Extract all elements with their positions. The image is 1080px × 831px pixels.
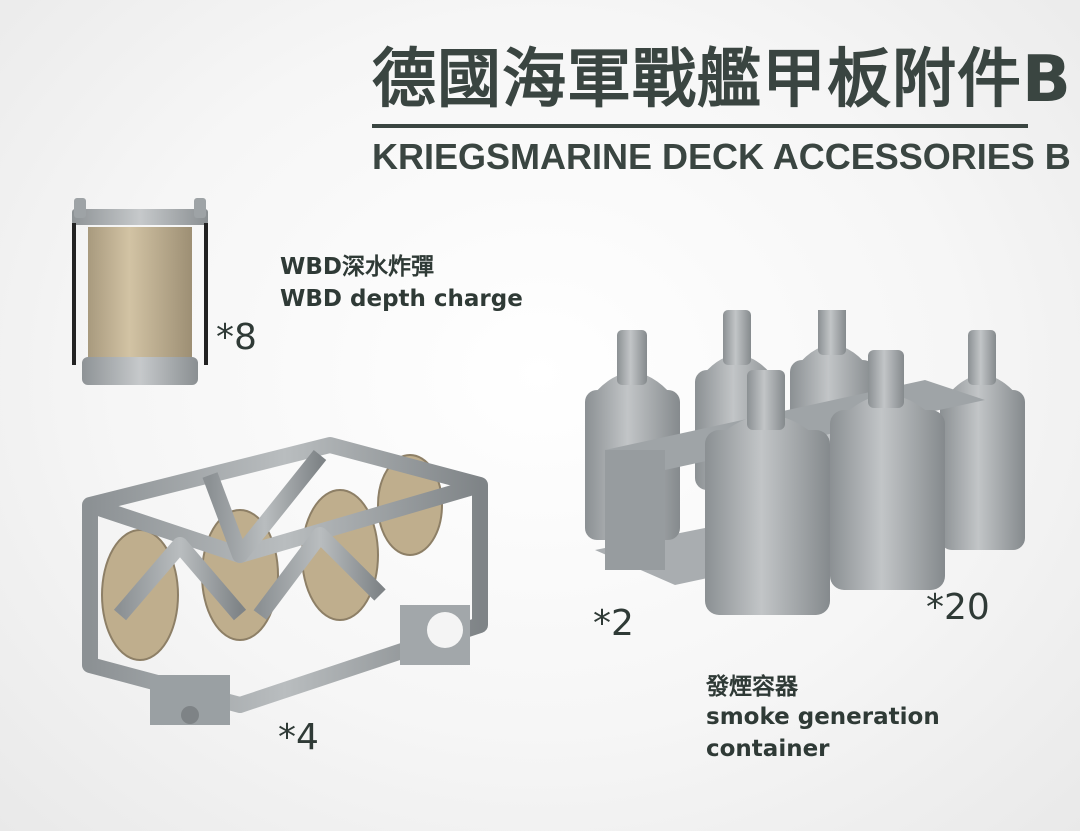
- rack-count: *4: [278, 717, 319, 758]
- smoke-generator-count-20: *20: [926, 587, 990, 628]
- depth-charge-label-zh: WBD深水炸彈: [280, 254, 434, 280]
- page-title-chinese: 德國海軍戰艦甲板附件B: [372, 43, 1072, 117]
- page-title-english: KRIEGSMARINE DECK ACCESSORIES B: [372, 136, 1071, 177]
- depth-charge-label-en: WBD depth charge: [280, 286, 523, 312]
- depth-charge-rack-illustration: [82, 437, 488, 725]
- title-divider: [372, 124, 1028, 128]
- smoke-container-label-zh: 發煙容器: [706, 674, 798, 700]
- smoke-container-label-en: smoke generation: [706, 704, 940, 730]
- depth-charge-illustration: [72, 198, 208, 385]
- smoke-generator-illustration: [585, 310, 1025, 615]
- depth-charge-count: *8: [216, 317, 257, 358]
- smoke-generator-count-2: *2: [593, 603, 634, 644]
- smoke-container-label-en-2: container: [706, 736, 830, 762]
